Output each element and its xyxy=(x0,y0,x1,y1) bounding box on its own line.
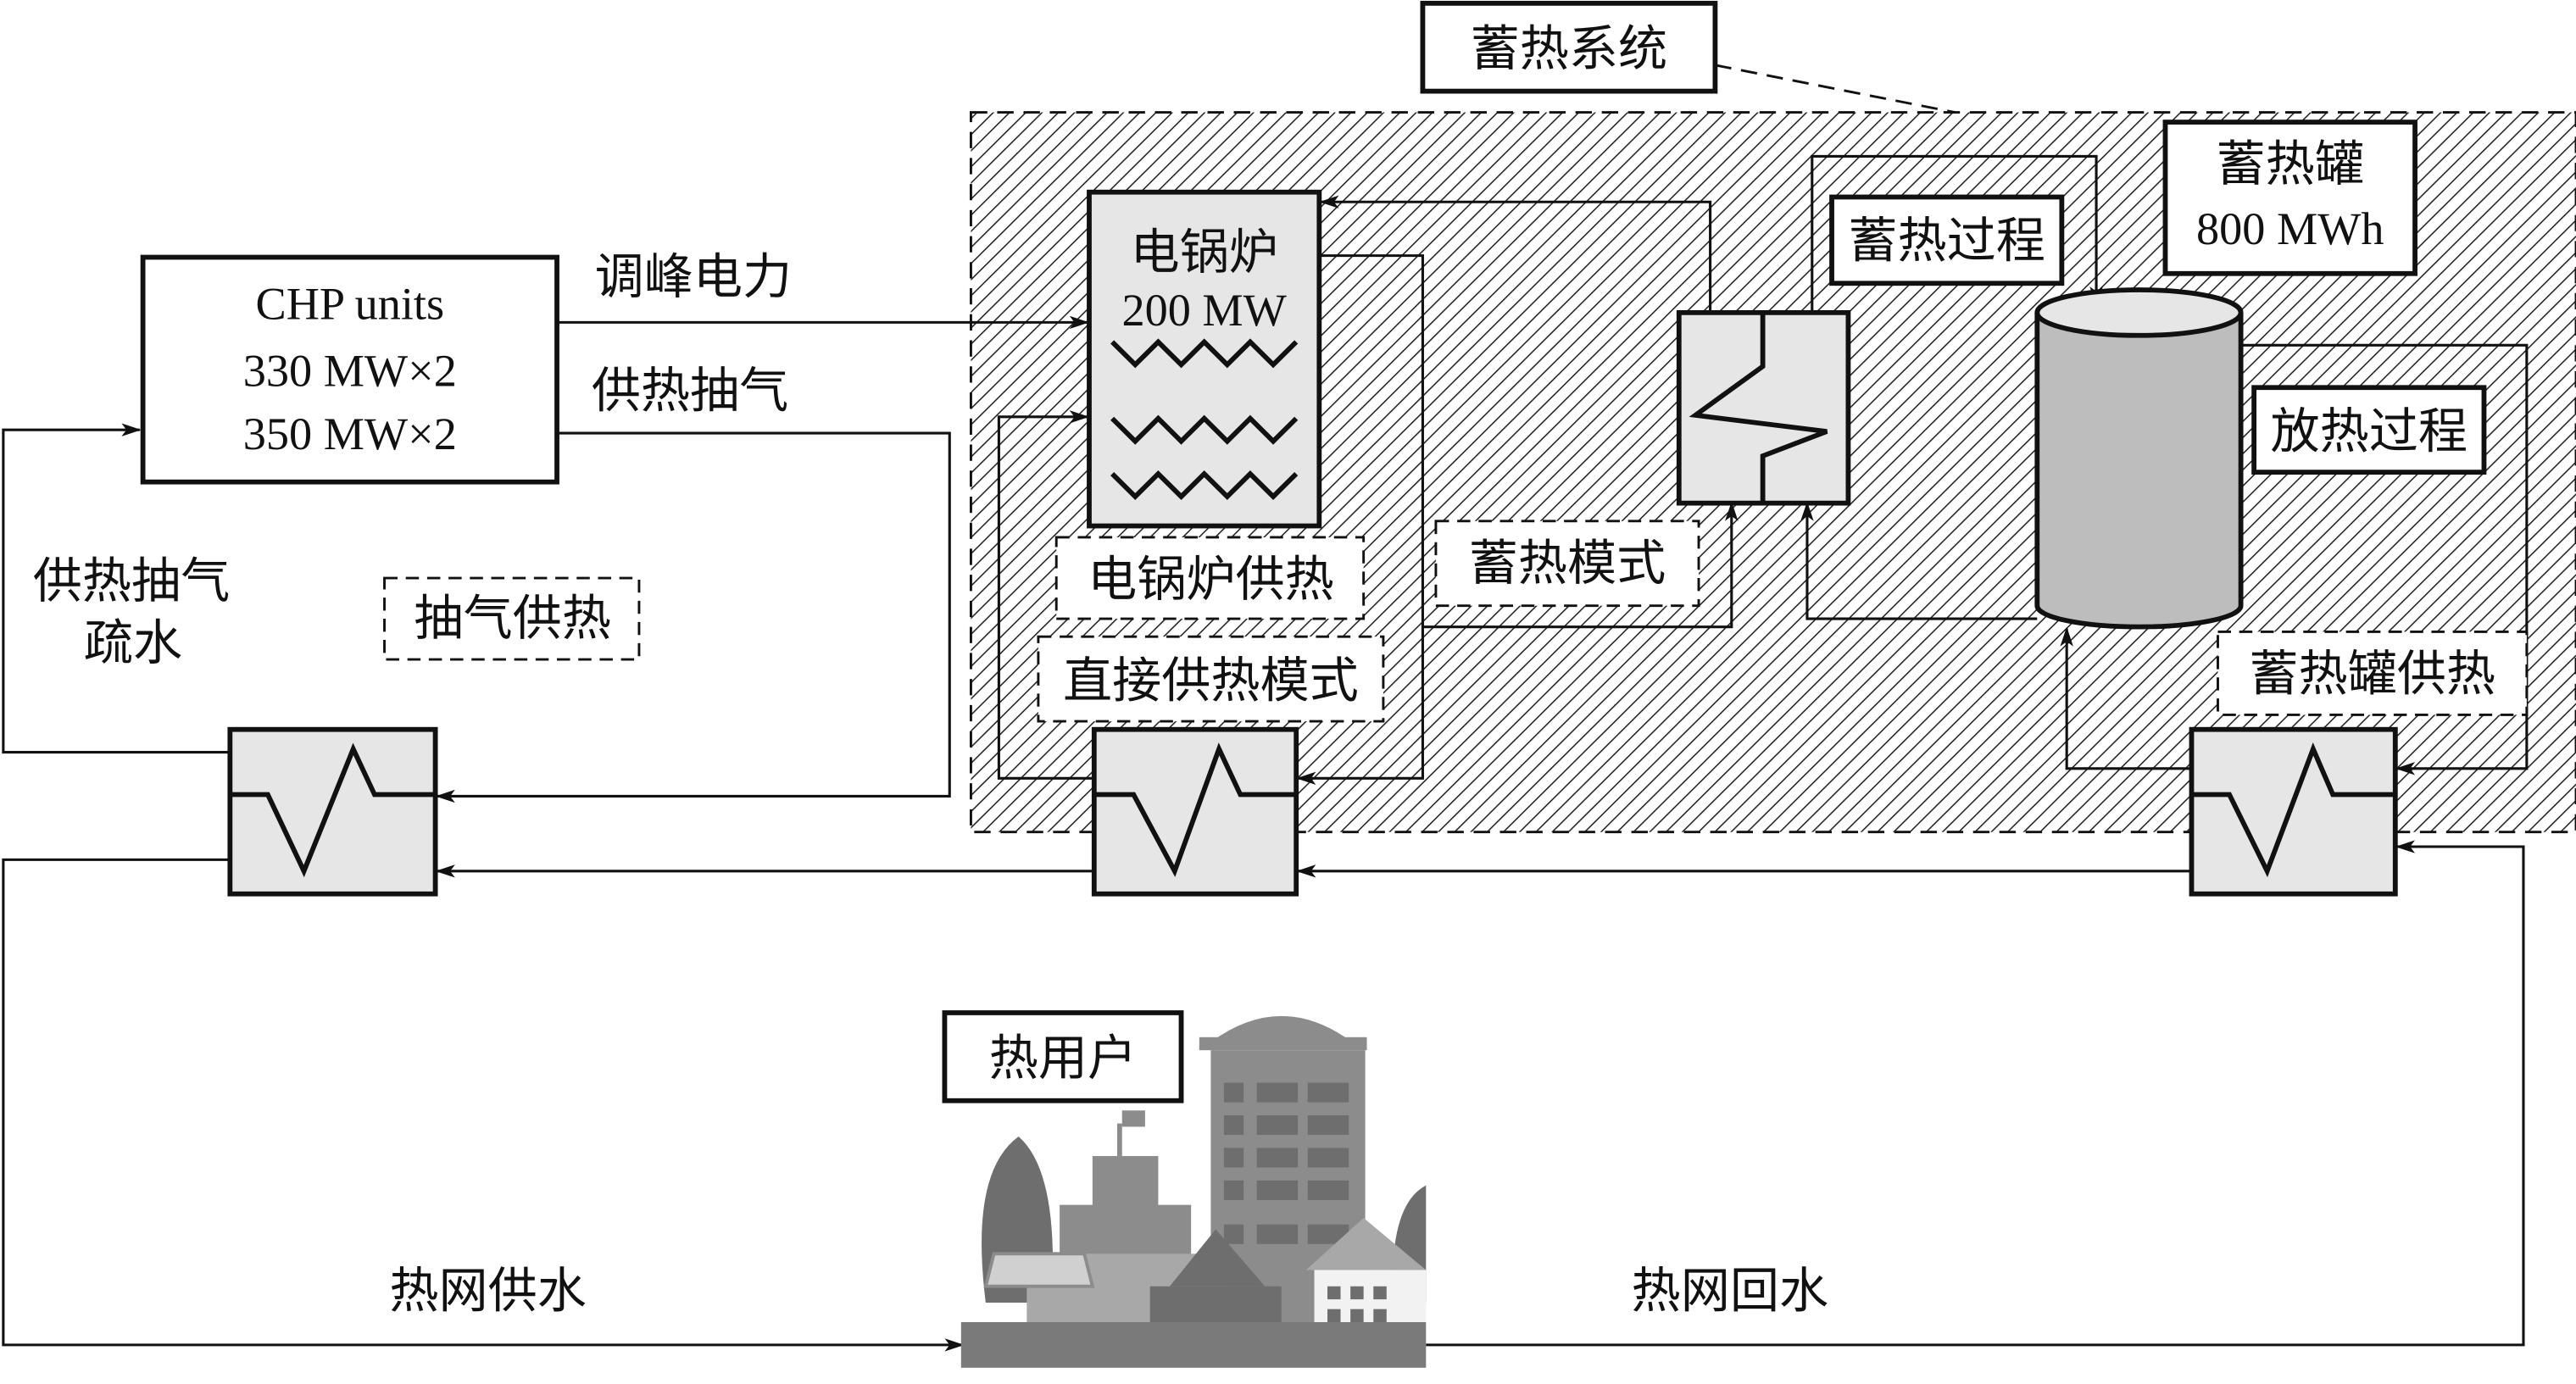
tank-name: 蓄热罐 xyxy=(2217,135,2364,192)
direct-heating-mode-box: 直接供热模式 xyxy=(1037,635,1385,723)
heat-exchanger-1 xyxy=(227,726,438,897)
heating-extraction-label: 供热抽气 xyxy=(592,362,789,420)
storage-hx-to-boiler-line xyxy=(1319,195,1712,314)
chp-units-box: CHP units 330 MW×2 350 MW×2 xyxy=(140,254,559,485)
extraction-line xyxy=(435,431,951,803)
return-water-label: 热网回水 xyxy=(1632,1262,1829,1320)
chp-name: CHP units xyxy=(256,279,445,330)
boiler-to-hx2-line xyxy=(1296,254,1424,786)
peak-power-label: 调峰电力 xyxy=(595,247,793,305)
heat-users-label: 热用户 xyxy=(989,1029,1137,1087)
title-leader-line xyxy=(1715,64,1956,114)
heat-exchanger-icon xyxy=(1689,312,1828,503)
extraction-drain-label-2: 疏水 xyxy=(84,614,182,671)
heat-exchanger-icon xyxy=(1093,742,1297,877)
extraction-drain-label-1: 供热抽气 xyxy=(33,552,231,609)
supply-water-line xyxy=(2,858,965,1352)
heat-exchanger-2 xyxy=(1091,726,1299,897)
direct-heating-mode-label: 直接供热模式 xyxy=(1063,652,1359,709)
heat-exchanger-icon xyxy=(2191,742,2395,878)
heat-exchanger-3 xyxy=(2189,726,2398,897)
system-title-box: 蓄热系统 xyxy=(1420,0,1956,114)
hx2-to-boiler-line xyxy=(997,410,1093,780)
electric-boiler-heating-box: 电锅炉供热 xyxy=(1054,536,1366,620)
extraction-heating-mode-box: 抽气供热 xyxy=(383,576,641,661)
electric-boiler-heating-label: 电锅炉供热 xyxy=(1088,550,1334,608)
release-line xyxy=(2240,343,2529,775)
supply-water-label: 热网供水 xyxy=(389,1262,587,1320)
pipes xyxy=(2,154,2529,1352)
heating-coil-icon xyxy=(1110,338,1299,369)
boiler-capacity: 200 MW xyxy=(1121,285,1286,336)
tank-capacity: 800 MWh xyxy=(2196,203,2384,254)
heat-users-box: 热用户 xyxy=(942,1010,1184,1103)
release-process-box: 放热过程 xyxy=(2251,385,2487,475)
return-water-line xyxy=(1426,840,2525,1347)
storage-heat-exchanger xyxy=(1676,309,1851,506)
extraction-heating-mode-label: 抽气供热 xyxy=(414,589,611,647)
chp-line1: 330 MW×2 xyxy=(243,346,457,397)
tank-label-box: 蓄热罐 800 MWh xyxy=(2162,120,2417,276)
storage-process-line xyxy=(1811,154,2103,314)
release-process-label: 放热过程 xyxy=(2271,403,2468,460)
tank-to-storage-hx-line xyxy=(1800,501,2038,620)
hx3-to-tank-line xyxy=(2060,626,2192,770)
boiler-name: 电锅炉 xyxy=(1130,223,1277,281)
boiler-to-storage-hx-line xyxy=(1422,501,1739,629)
city-buildings-icon xyxy=(960,1015,1427,1368)
tank-heating-label: 蓄热罐供热 xyxy=(2249,645,2495,703)
storage-process-label: 蓄热过程 xyxy=(1848,212,2045,270)
tank-heating-box: 蓄热罐供热 xyxy=(2217,630,2529,716)
heat-exchanger-icon xyxy=(230,742,436,878)
storage-mode-box: 蓄热模式 xyxy=(1434,520,1700,608)
drain-line xyxy=(2,423,231,754)
electric-boiler: 电锅炉 200 MW xyxy=(1087,189,1322,529)
system-title: 蓄热系统 xyxy=(1471,19,1668,77)
chp-line2: 350 MW×2 xyxy=(243,409,457,459)
storage-mode-label: 蓄热模式 xyxy=(1469,534,1666,592)
heating-coil-icon xyxy=(1110,470,1299,501)
storage-process-box: 蓄热过程 xyxy=(1829,194,2065,286)
storage-tank xyxy=(2034,287,2244,630)
heating-coil-icon xyxy=(1110,414,1299,445)
